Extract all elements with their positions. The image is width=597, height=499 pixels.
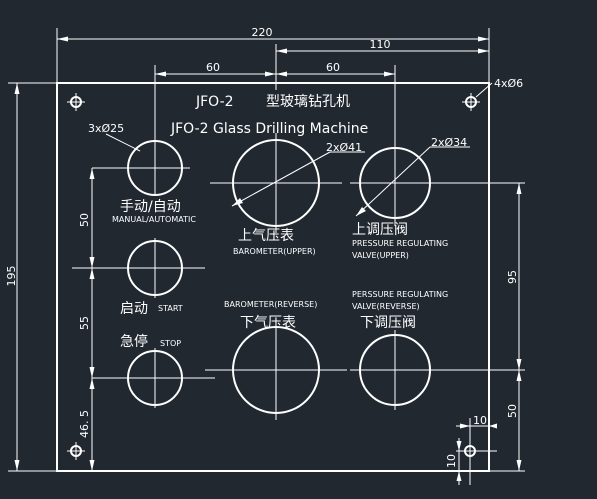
label-baro-reverse-en: BAROMETER(REVERSE) xyxy=(224,300,317,309)
label-valve-upper-zh: 上调压阀 xyxy=(352,222,408,238)
title-model: JFO-2 xyxy=(195,94,234,110)
label-baro-upper-en: BAROMETER(UPPER) xyxy=(233,247,316,256)
dim-text-46-5: 46. 5 xyxy=(78,410,91,438)
corner-hole-bottom-left xyxy=(67,442,85,460)
corner-hole-top-right xyxy=(462,82,493,111)
small-holes-label: 3xØ25 xyxy=(88,122,124,135)
hole-stop xyxy=(92,348,215,408)
dim-col-spacing: 60 60 xyxy=(154,61,396,140)
label-baro-upper-zh: 上气压表 xyxy=(238,228,294,244)
label-manual-en: MANUAL/AUTOMATIC xyxy=(112,215,196,224)
corner-holes-label: 4xØ6 xyxy=(494,77,523,90)
title-chinese: 型玻璃钻孔机 xyxy=(266,93,350,110)
barometer-holes-label: 2xØ41 xyxy=(326,141,362,154)
hole-valve-lower xyxy=(350,330,440,410)
label-manual-zh: 手动/自动 xyxy=(120,199,181,215)
dim-text-60-left: 60 xyxy=(206,61,220,74)
dim-text-95: 95 xyxy=(506,270,519,284)
hole-manual-automatic xyxy=(105,133,190,196)
hole-valve-upper xyxy=(350,140,470,226)
dim-text-10-y: 10 xyxy=(445,454,458,468)
dim-text-220: 220 xyxy=(252,26,273,39)
dim-text-50-left: 50 xyxy=(78,213,91,227)
hole-barometer-lower xyxy=(205,320,347,420)
label-valve-upper-en-2: VALVE(UPPER) xyxy=(352,251,409,260)
label-valve-upper-en-1: PRESSURE REGULATING xyxy=(352,239,448,248)
dim-right-offset: 110 xyxy=(275,38,489,90)
hole-barometer-upper xyxy=(210,133,365,233)
hole-start xyxy=(72,238,205,298)
corner-hole-top-left xyxy=(67,93,85,111)
dim-text-60-right: 60 xyxy=(326,61,340,74)
dim-text-195: 195 xyxy=(5,266,18,287)
title-english: JFO-2 Glass Drilling Machine xyxy=(170,121,368,137)
dim-text-50-right: 50 xyxy=(506,404,519,418)
valve-holes-label: 2xØ34 xyxy=(431,136,467,149)
dim-text-55: 55 xyxy=(78,316,91,330)
label-valve-reverse-en-2: VALVE(REVERSE) xyxy=(352,302,420,311)
corner-hole-bottom-right xyxy=(461,445,479,457)
label-baro-lower-zh: 下气压表 xyxy=(240,315,296,331)
dim-overall-width: 220 xyxy=(56,26,490,83)
dim-text-10-x: 10 xyxy=(473,414,487,427)
dim-text-110: 110 xyxy=(370,38,391,51)
label-start-zh: 启动 xyxy=(120,301,148,317)
dim-overall-height: 195 xyxy=(5,82,57,472)
label-valve-lower-zh: 下调压阀 xyxy=(360,315,416,331)
label-stop-en: STOP xyxy=(160,339,181,348)
label-valve-reverse-en-1: PERSSURE REGULATING xyxy=(352,290,448,299)
label-stop-zh: 急停 xyxy=(120,333,148,350)
label-start-en: START xyxy=(158,304,183,313)
panel-outline xyxy=(56,82,490,472)
dim-right-spacing: 95 50 xyxy=(430,182,525,472)
